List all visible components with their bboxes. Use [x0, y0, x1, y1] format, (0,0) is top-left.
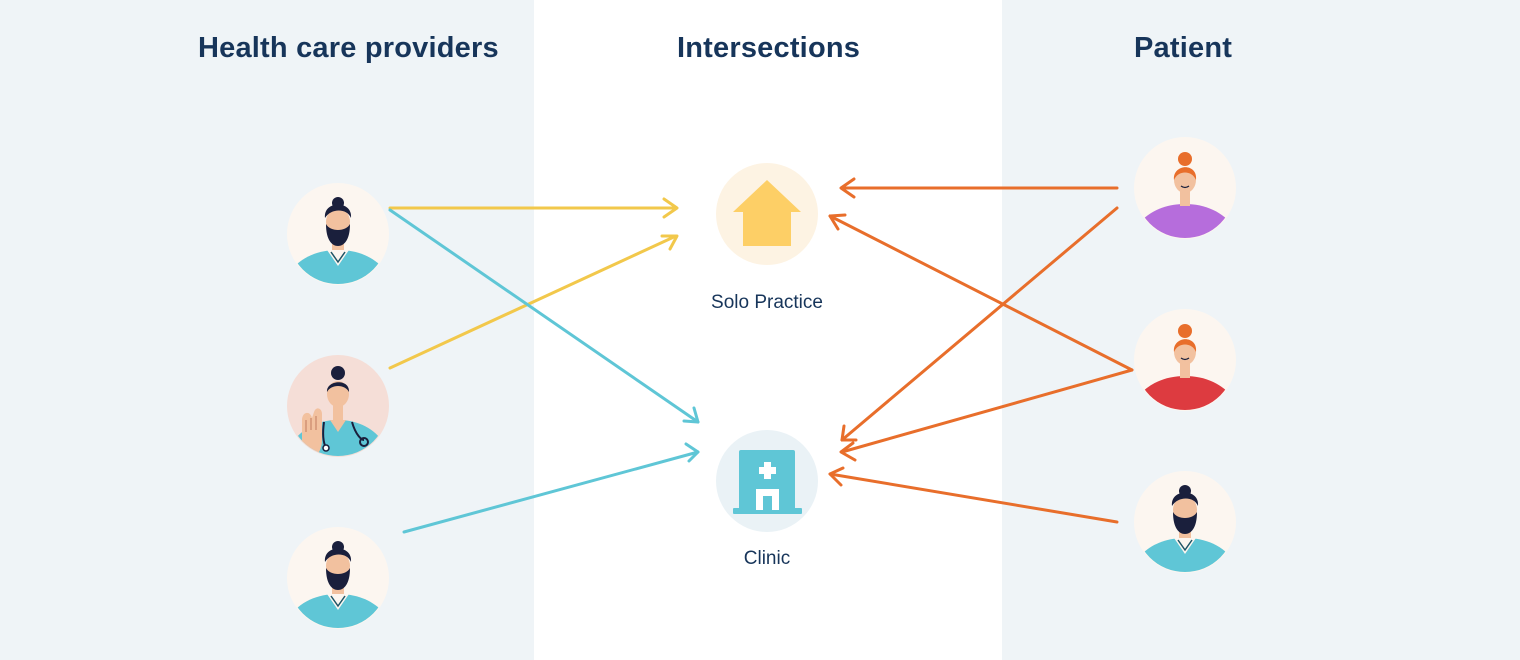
hospital-icon	[733, 450, 802, 514]
arrow-patient3-to-clinic	[828, 466, 1119, 524]
house-icon	[733, 180, 801, 246]
providers-heading: Health care providers	[198, 32, 499, 64]
clinic-node	[716, 430, 818, 532]
clinic-label: Clinic	[743, 548, 791, 569]
arrow-patient1-to-clinic	[840, 206, 1119, 442]
arrow-patient2-to-clinic	[839, 368, 1134, 462]
arrow-provider3-to-clinic	[402, 442, 700, 534]
arrow-patient1-to-solo	[839, 177, 1119, 199]
patient-heading: Patient	[1134, 32, 1233, 64]
patient-avatar-1	[1134, 137, 1236, 239]
solo-practice-label: Solo Practice	[711, 292, 823, 313]
patient-avatar-2	[1134, 309, 1236, 411]
provider-avatar-2	[287, 355, 389, 457]
solo-practice-node	[716, 163, 818, 265]
provider-avatar-1	[287, 183, 389, 285]
arrow-provider1-to-clinic	[388, 208, 700, 424]
intersections-heading: Intersections	[677, 32, 861, 64]
intersections-column	[534, 0, 1002, 660]
patient-column	[1002, 0, 1520, 660]
arrow-provider1-to-solo	[388, 197, 679, 219]
provider-avatar-3	[287, 527, 389, 629]
arrow-provider2-to-solo	[388, 234, 679, 370]
patient-avatar-3	[1134, 471, 1236, 573]
arrow-patient2-to-solo	[828, 213, 1134, 372]
